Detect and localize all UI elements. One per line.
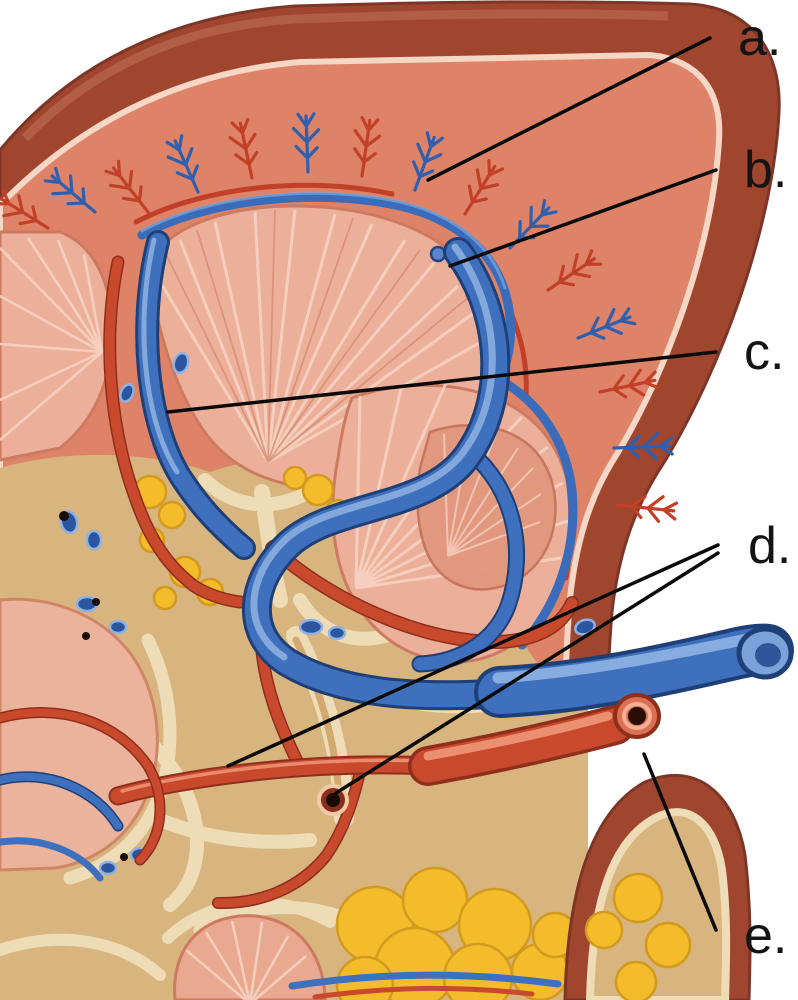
label-d: d. — [748, 517, 791, 575]
renal-artery-cut-end — [613, 693, 661, 739]
label-c: c. — [744, 323, 784, 381]
leader-lines — [166, 36, 720, 932]
capsule-highlight — [21, 9, 669, 142]
label-e: e. — [744, 907, 787, 965]
label-b: b. — [744, 141, 787, 199]
interlobar-veins — [135, 230, 527, 711]
arcuate-vein-dot — [429, 245, 447, 263]
renal-artery-tube — [408, 693, 661, 786]
leader-line-d1 — [226, 543, 720, 768]
leader-line-c — [166, 350, 718, 414]
cut-artery-small — [317, 784, 349, 816]
leader-line-b — [448, 168, 718, 268]
arcuate-vessels — [133, 182, 578, 650]
hilar-small-vessels — [0, 707, 562, 1000]
labels: a. b. c. d. e. — [738, 9, 791, 965]
renal-vein-tube — [474, 623, 794, 718]
leader-line-e — [642, 752, 718, 932]
lower-pole — [563, 773, 752, 1000]
label-a: a. — [738, 9, 781, 67]
leader-line-a — [426, 36, 712, 182]
interlobar-arteries — [103, 255, 579, 910]
arcuate-vein — [137, 192, 578, 650]
cut-vessel-dots — [59, 351, 596, 876]
leader-line-d2 — [334, 551, 720, 795]
